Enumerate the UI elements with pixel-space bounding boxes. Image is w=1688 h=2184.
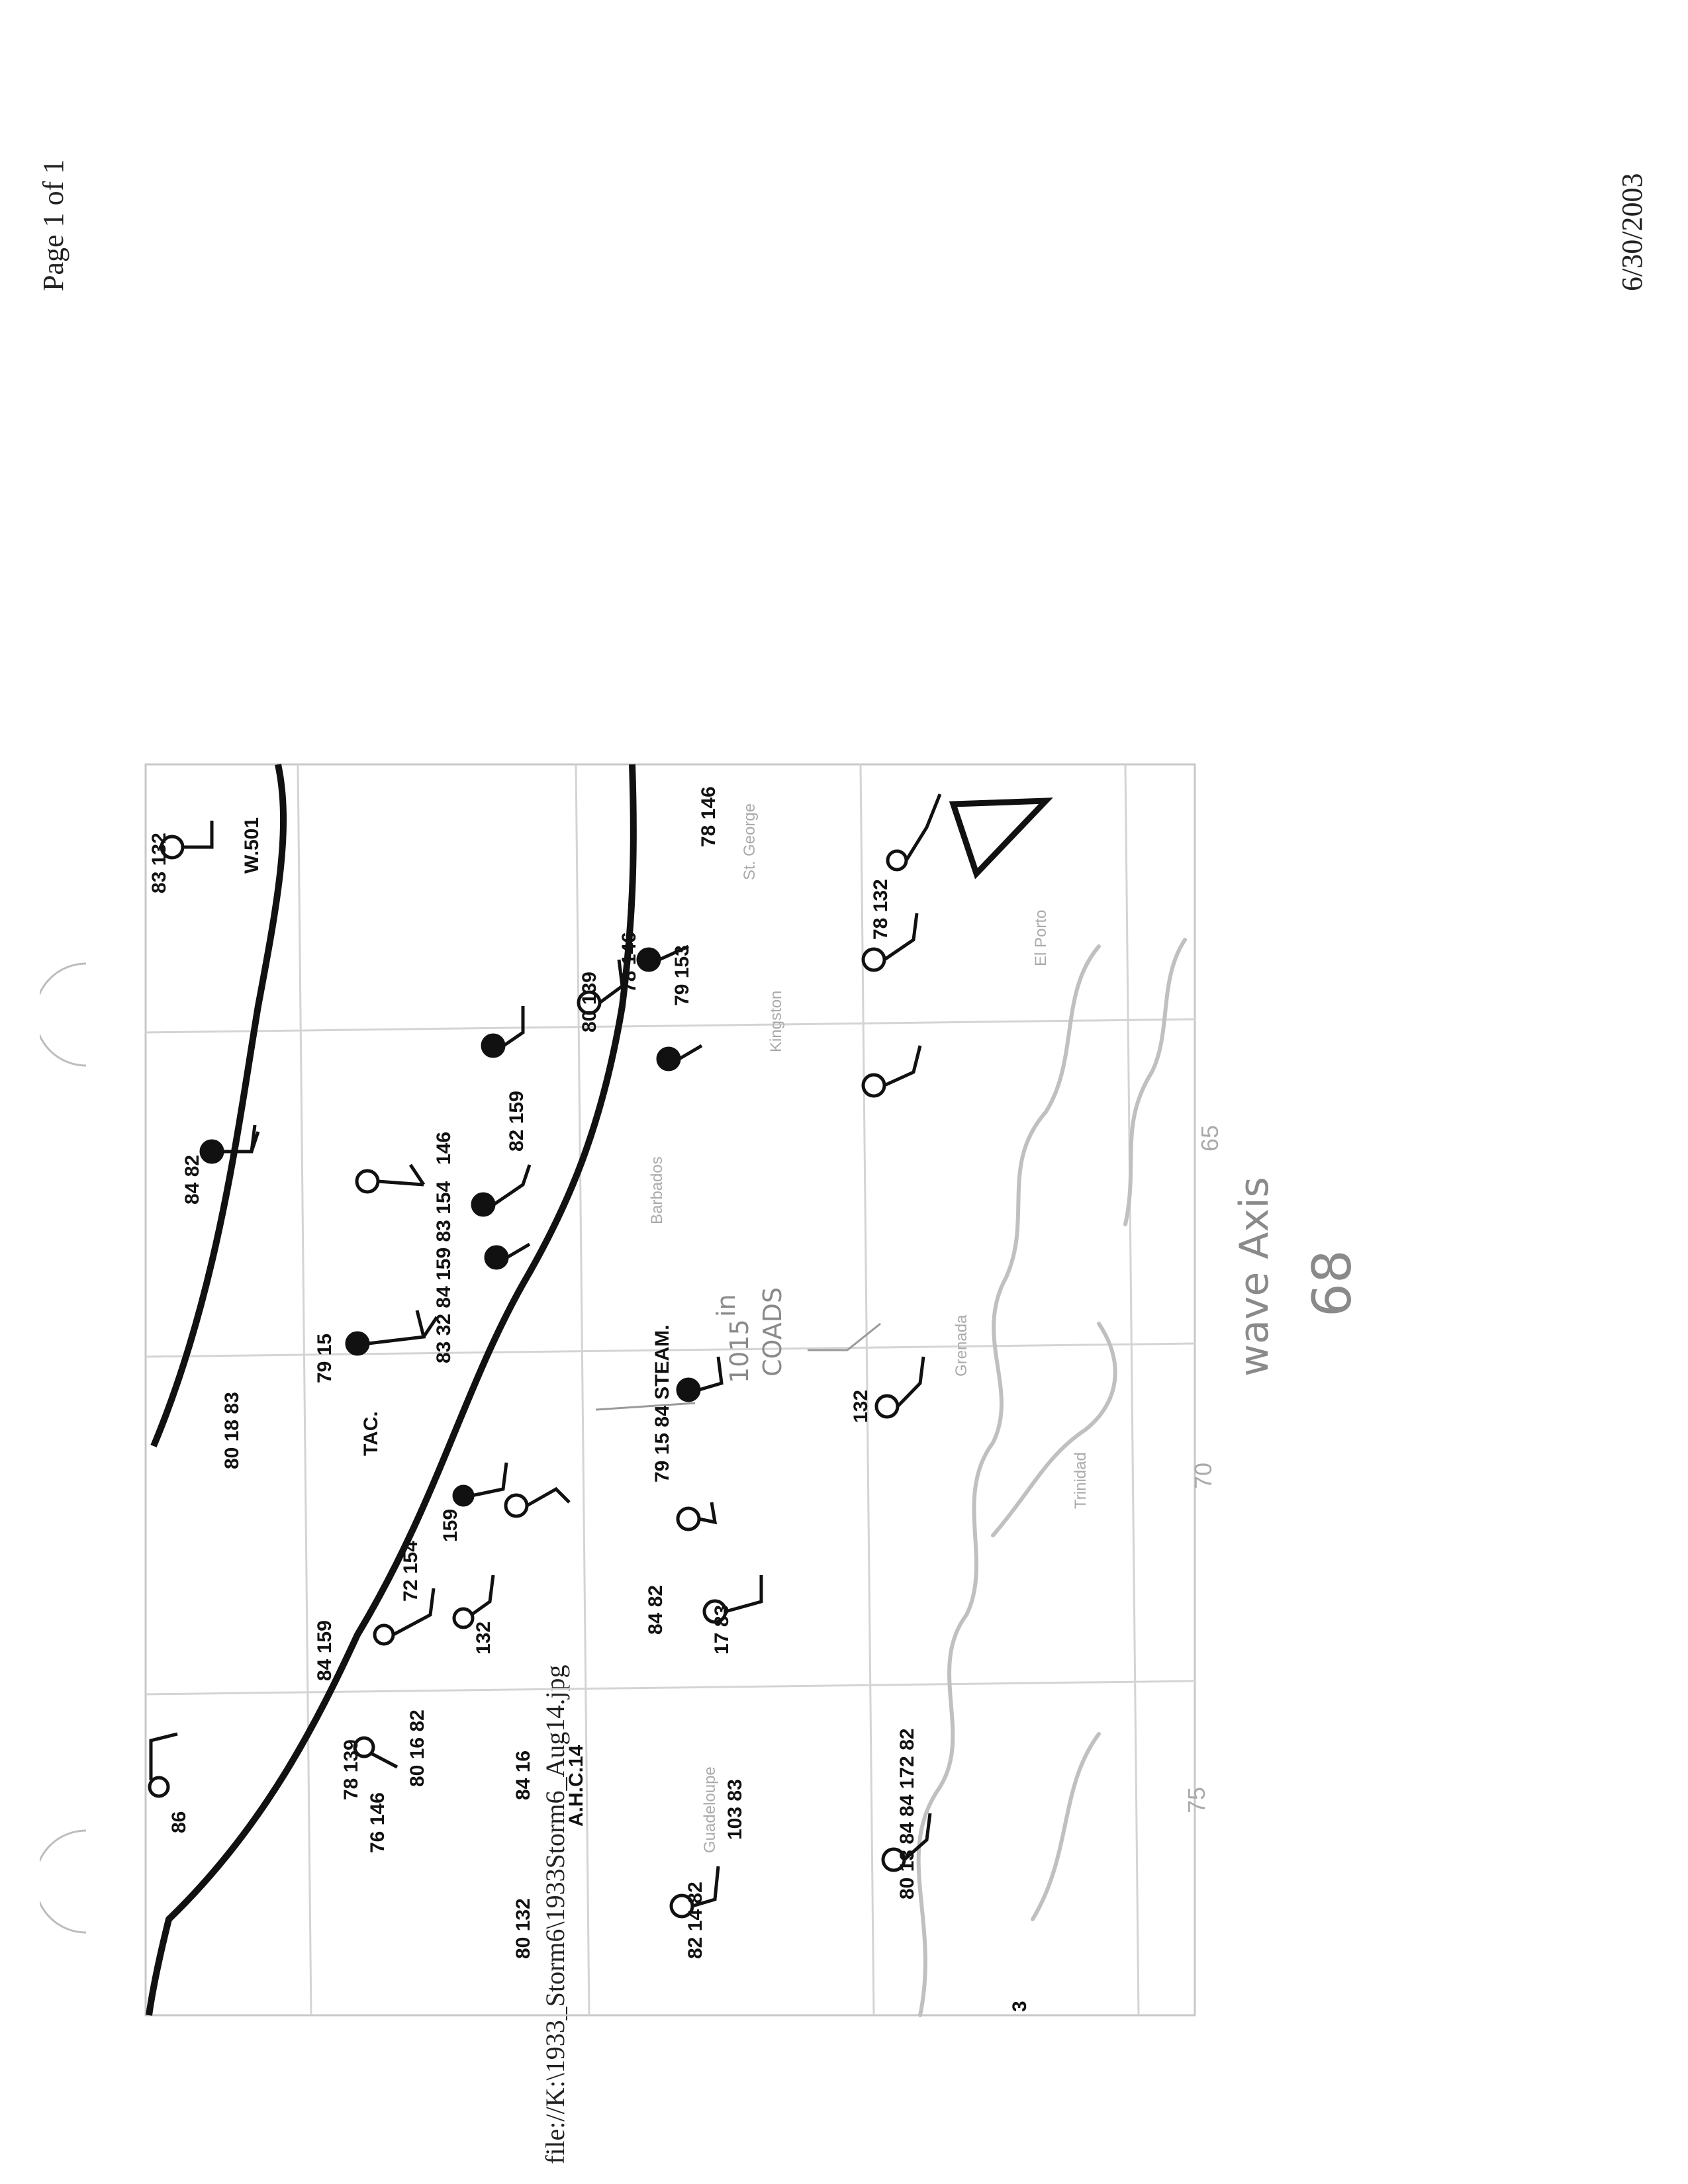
longitude-label: 70 xyxy=(1190,1463,1217,1489)
station-label: 84 82 xyxy=(645,1585,667,1635)
map-number-annotation: 68 xyxy=(1301,1250,1363,1317)
station-label: TAC. xyxy=(360,1411,382,1456)
station-label: 79 15 84 STEAM. xyxy=(651,1325,673,1482)
station-label: 82 14 82 xyxy=(684,1882,706,1959)
station-label: 78 146 xyxy=(618,932,640,993)
station-label: 78 132 xyxy=(870,879,892,940)
coastlines xyxy=(916,938,1187,2017)
station-label: 132 xyxy=(473,1621,494,1655)
station-label: 80 18 83 xyxy=(221,1392,243,1469)
station-labels: 86 78 139 84 159 80 18 83 79 15 TAC. 84 … xyxy=(148,786,1031,2012)
isobar-top xyxy=(150,763,287,1447)
station-label: 72 154 xyxy=(400,1541,422,1602)
station-label: 79 153 xyxy=(671,945,693,1006)
station-label: 76 146 xyxy=(367,1792,389,1853)
station-label: W.501 xyxy=(241,817,263,874)
station-label: 80 139 xyxy=(579,972,600,1032)
place-label: Guadeloupe xyxy=(701,1766,719,1853)
station-label: 84 16 xyxy=(512,1751,534,1800)
coads-in: in xyxy=(712,1294,741,1317)
station-label: 84 82 xyxy=(181,1155,203,1205)
station-label: 82 159 xyxy=(506,1091,528,1152)
coads-label: COADS xyxy=(758,1287,787,1377)
station-label: 84 159 xyxy=(314,1620,336,1681)
station-label: A.H.C.14 xyxy=(565,1745,587,1827)
lat-lon-grid xyxy=(145,764,1196,2016)
coads-pressure: 1015 xyxy=(725,1319,754,1383)
station-label: 80 132 xyxy=(512,1898,534,1959)
station-label: 83 132 xyxy=(148,833,170,893)
punch-hole-top xyxy=(40,962,87,1067)
station-label: 78 139 xyxy=(340,1739,362,1800)
station-label: 83 32 84 159 83 154 xyxy=(433,1181,455,1363)
place-label: Kingston xyxy=(767,991,785,1052)
pennant-triangle xyxy=(949,797,1053,880)
place-label: Trinidad xyxy=(1072,1452,1090,1509)
punch-hole-bottom xyxy=(40,1829,87,1934)
station-label: 103 83 xyxy=(724,1779,746,1840)
station-label: 80 13 84 84 172 82 xyxy=(896,1728,918,1899)
station-label: 86 xyxy=(168,1811,190,1833)
station-label: 3 xyxy=(1009,2001,1031,2012)
station-label: 17 83 xyxy=(711,1605,733,1655)
station-label: 79 15 xyxy=(314,1334,336,1383)
station-label: 159 xyxy=(440,1509,461,1542)
place-label: St. George xyxy=(741,803,759,880)
station-label: 78 146 xyxy=(698,786,720,847)
coads-note: 1015 in COADS xyxy=(595,1287,881,1411)
isobar-middle xyxy=(146,764,637,2016)
place-label: Grenada xyxy=(953,1314,970,1377)
wave-axis-annotation: wave Axis xyxy=(1231,1177,1278,1377)
place-label: Barbados xyxy=(648,1156,666,1224)
longitude-label: 65 xyxy=(1196,1125,1223,1152)
station-label: 132 xyxy=(850,1390,872,1423)
station-label: 146 xyxy=(433,1132,455,1165)
place-label: El Porto xyxy=(1032,910,1050,966)
station-markers xyxy=(148,794,942,1919)
map-place-names: Kingston Guadeloupe St. George El Porto … xyxy=(648,803,1223,1853)
map-frame xyxy=(144,763,1196,2017)
station-label: 80 16 82 xyxy=(406,1709,428,1787)
longitude-label: 75 xyxy=(1183,1787,1210,1813)
